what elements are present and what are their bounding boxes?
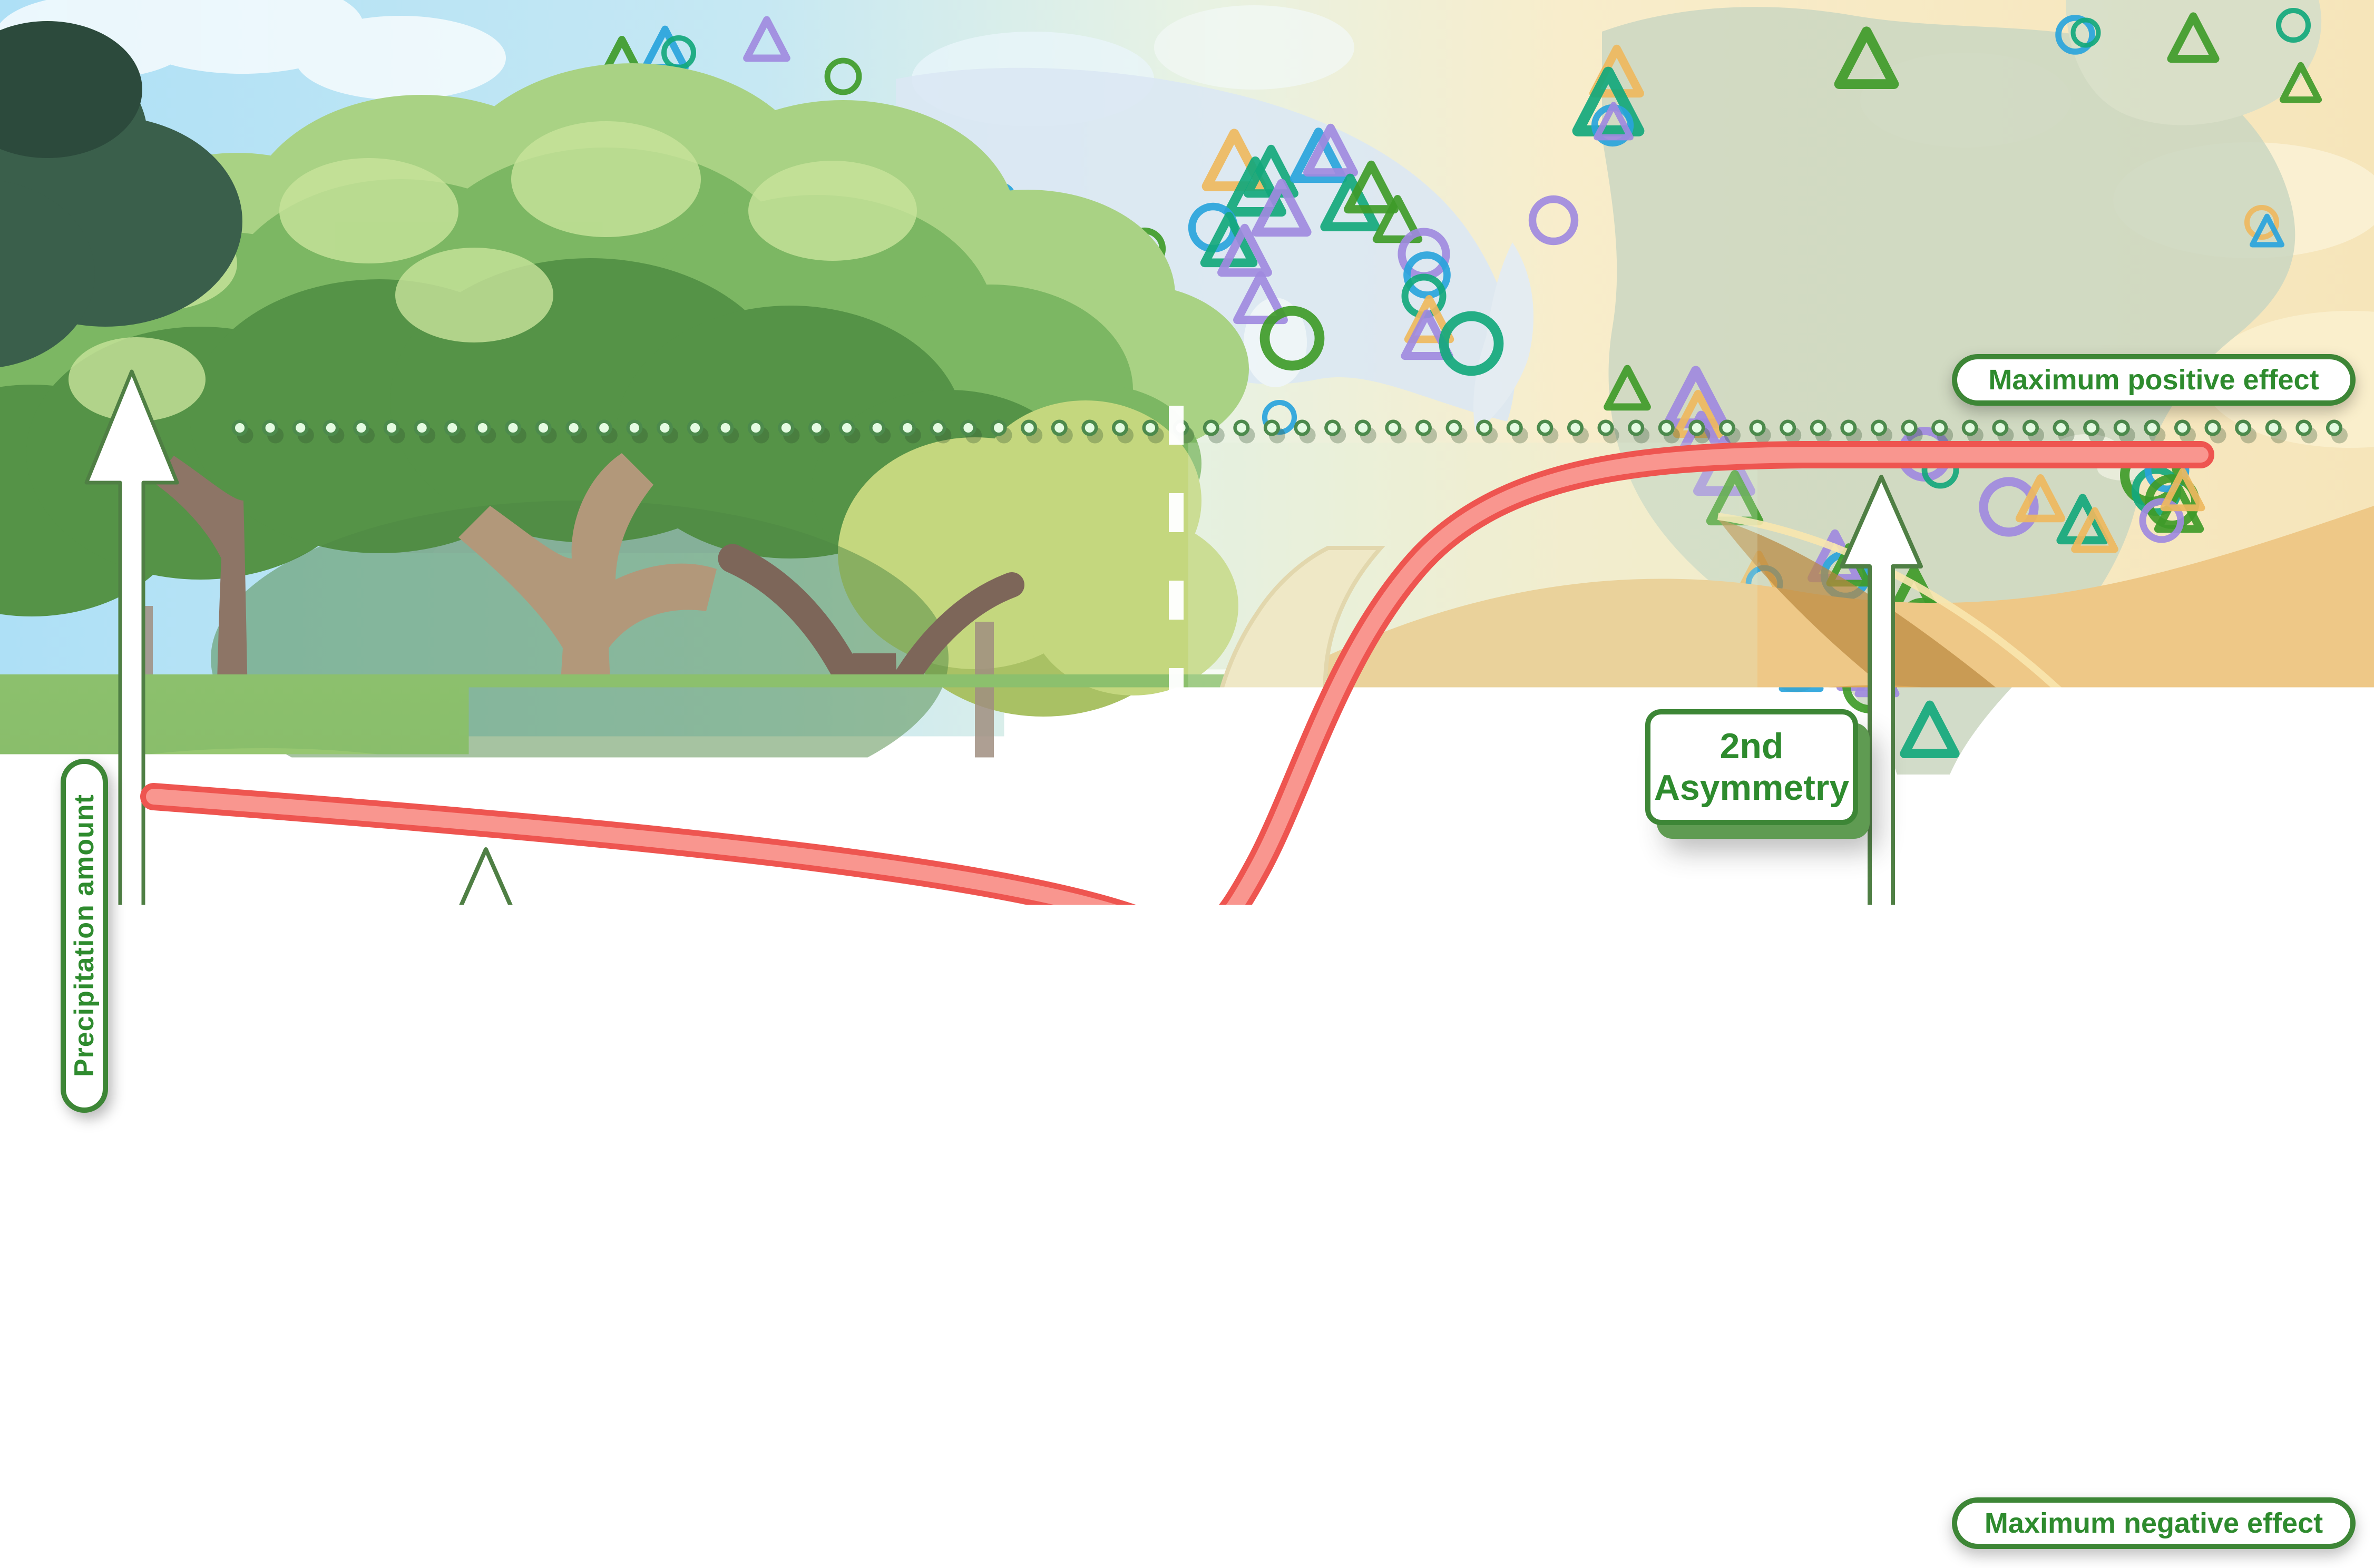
second-asymmetry-label: 2nd Asymmetry (1645, 709, 1858, 825)
max-negative-effect-label: Maximum negative effect (1952, 1497, 2356, 1549)
second-asymmetry-line2: Asymmetry (1654, 767, 1849, 809)
glass-chamber (1491, 986, 2356, 1454)
first-asymmetry-line2: Asymmetry (539, 1125, 711, 1162)
second-asymmetry-line1: 2nd (1654, 726, 1849, 767)
max-positive-effect-label: Maximum positive effect (1952, 354, 2356, 406)
first-asymmetry-line1: 1st (539, 1088, 711, 1125)
first-asymmetry-label: 1st Asymmetry (528, 1073, 721, 1177)
y-axis-label: Precipitation amount (61, 759, 108, 1113)
y-axis-label-text: Precipitation amount (69, 794, 100, 1077)
